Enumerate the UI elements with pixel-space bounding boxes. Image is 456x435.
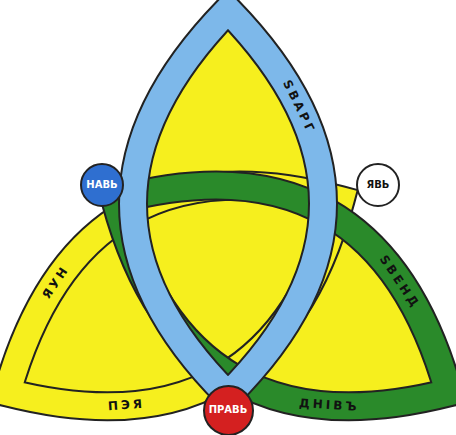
circle-label: ЯВЬ [367, 180, 390, 190]
world-circle: ПРАВЬ [203, 385, 254, 435]
circle-label: ПРАВЬ [209, 405, 248, 415]
world-circle: ЯВЬ [356, 163, 400, 207]
band-rune-text: ПЭЯ [108, 398, 146, 413]
band-rune-text: ЅВАРГ [281, 78, 317, 136]
band-rune-text: ЯУН [41, 263, 72, 301]
circle-label: НАВЬ [86, 180, 117, 190]
band-rune-text: ЅВЕНД [378, 253, 422, 311]
world-circle: НАВЬ [80, 163, 124, 207]
band-rune-text: ДНІВЪ [298, 397, 359, 413]
